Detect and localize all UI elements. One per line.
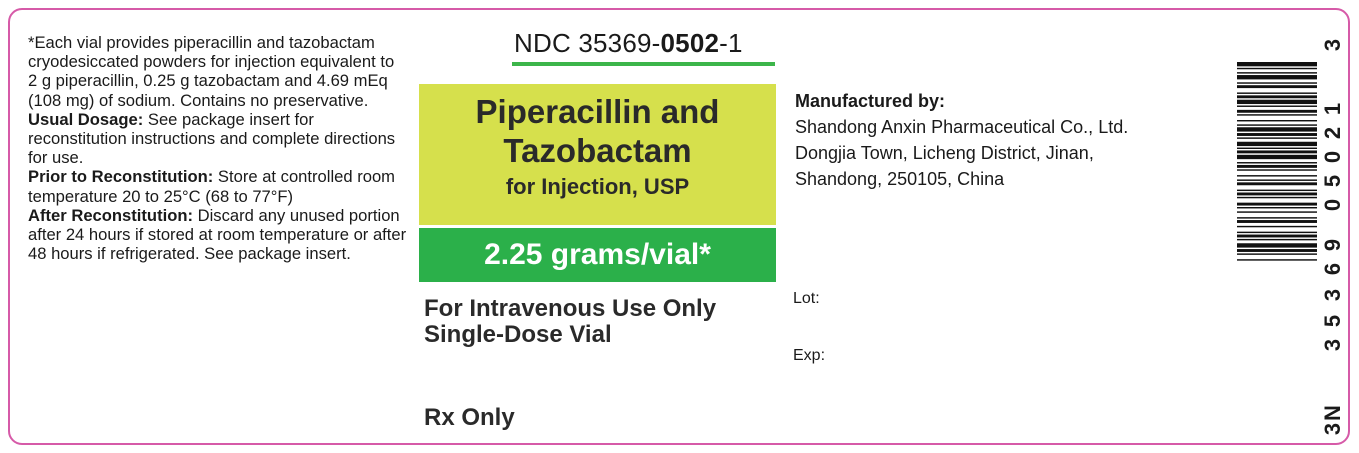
barcode-bar: [1237, 120, 1317, 122]
ndc-suffix: -1: [719, 28, 743, 58]
barcode-digit: 6: [1320, 262, 1345, 276]
ndc-product-code: 0502: [660, 28, 720, 58]
barcode-bar: [1237, 62, 1317, 67]
barcode-bar: [1237, 164, 1317, 168]
barcode-bar: [1237, 124, 1317, 126]
after-reconstitution: After Reconstitution: Discard any unused…: [28, 206, 408, 264]
barcode-bar: [1237, 220, 1317, 223]
barcode-bar: [1237, 137, 1317, 139]
barcode-bar: [1237, 82, 1317, 84]
barcode-bar: [1237, 92, 1317, 94]
barcode-bar: [1237, 211, 1317, 213]
product-name-line1: Piperacillin and: [475, 93, 720, 130]
barcode-digit: 2: [1320, 126, 1345, 140]
usual-dosage-label: Usual Dosage:: [28, 109, 144, 129]
label-border: [8, 8, 1350, 445]
usual-dosage-text: See package insert for reconstitution in…: [28, 109, 396, 168]
after-reconstitution-text: Discard any unused portion after 24 hour…: [28, 205, 407, 264]
barcode-bar: [1237, 202, 1317, 206]
product-form: for Injection, USP: [505, 174, 690, 199]
barcode-digit: 3: [1320, 288, 1345, 302]
barcode-bar: [1237, 238, 1317, 241]
barcode-digit: 9: [1320, 238, 1345, 252]
barcode-digit: 1: [1320, 102, 1345, 116]
barcode-bar: [1237, 147, 1317, 149]
manufacturer-title: Manufactured by:: [795, 91, 946, 111]
manufacturer-line3: Shandong, 250105, China: [795, 169, 1005, 189]
product-name: Piperacillin and Tazobactam: [419, 92, 776, 170]
barcode-digit: 3: [1320, 38, 1345, 52]
barcode-bar: [1237, 249, 1317, 252]
prior-reconstitution-text: Store at controlled room temperature 20 …: [28, 167, 396, 206]
barcode-bar: [1237, 85, 1317, 89]
prior-reconstitution-label: Prior to Reconstitution:: [28, 167, 214, 187]
prior-reconstitution: Prior to Reconstitution: Store at contro…: [28, 167, 408, 205]
barcode-digit: 0: [1320, 150, 1345, 164]
barcode-bar: [1237, 175, 1317, 177]
left-info-column: *Each vial provides piperacillin and taz…: [28, 33, 408, 263]
route-text: For Intravenous Use Only: [424, 295, 717, 322]
strength-box: 2.25 grams/vial*: [419, 228, 776, 282]
barcode-bar: [1237, 207, 1317, 209]
composition-text: *Each vial provides piperacillin and taz…: [28, 33, 395, 110]
barcode-bar: [1237, 72, 1317, 74]
barcode-bar: [1237, 225, 1317, 228]
barcode-bar: [1237, 192, 1317, 196]
barcode-bar: [1237, 109, 1317, 113]
barcode-bar: [1237, 114, 1317, 116]
barcode-bar: [1237, 259, 1317, 261]
barcode-bar: [1237, 196, 1317, 199]
barcode-bar: [1237, 154, 1317, 160]
barcode: [1237, 62, 1317, 261]
barcode-digit: 3: [1320, 338, 1345, 352]
route-info: For Intravenous Use Only Single-Dose Via…: [424, 296, 716, 348]
barcode-bar: [1237, 95, 1317, 99]
manufacturer-block: Manufactured by: Shandong Anxin Pharmace…: [795, 88, 1128, 192]
barcode-bar: [1237, 169, 1317, 171]
barcode-digit: 3: [1320, 422, 1345, 436]
barcode-bar: [1237, 133, 1317, 136]
barcode-bar: [1237, 253, 1317, 255]
barcode-bar: [1237, 67, 1317, 70]
ndc-number: NDC 35369-0502-1: [514, 28, 743, 59]
manufacturer-line1: Shandong Anxin Pharmaceutical Co., Ltd.: [795, 117, 1129, 137]
ndc-underline: [512, 62, 775, 66]
barcode-digit: 5: [1320, 174, 1345, 188]
barcode-digit: 0: [1320, 198, 1345, 212]
barcode-bar: [1237, 75, 1317, 80]
after-reconstitution-label: After Reconstitution:: [28, 205, 194, 225]
package-text: Single-Dose Vial: [424, 321, 612, 348]
barcode-bar: [1237, 150, 1317, 154]
barcode-bar: [1237, 231, 1317, 234]
barcode-bar: [1237, 162, 1317, 164]
product-name-box: Piperacillin and Tazobactam for Injectio…: [419, 84, 776, 225]
barcode-bar: [1237, 99, 1317, 105]
barcode-bar: [1237, 141, 1317, 147]
barcode-digit: 5: [1320, 314, 1345, 328]
barcode-bar: [1237, 189, 1317, 192]
barcode-bar: [1237, 105, 1317, 107]
ndc-prefix: NDC 35369-: [514, 28, 661, 58]
product-name-line2: Tazobactam: [503, 132, 692, 169]
usual-dosage: Usual Dosage: See package insert for rec…: [28, 110, 408, 168]
exp-label: Exp:: [793, 347, 826, 364]
barcode-bar: [1237, 234, 1317, 238]
barcode-bar: [1237, 243, 1317, 248]
rx-only: Rx Only: [424, 404, 515, 431]
lot-label: Lot:: [793, 290, 820, 307]
barcode-bar: [1237, 127, 1317, 132]
barcode-bar: [1237, 179, 1317, 181]
barcode-bar: [1237, 182, 1317, 186]
manufacturer-line2: Dongjia Town, Licheng District, Jinan,: [795, 143, 1094, 163]
barcode-bar: [1237, 217, 1317, 219]
